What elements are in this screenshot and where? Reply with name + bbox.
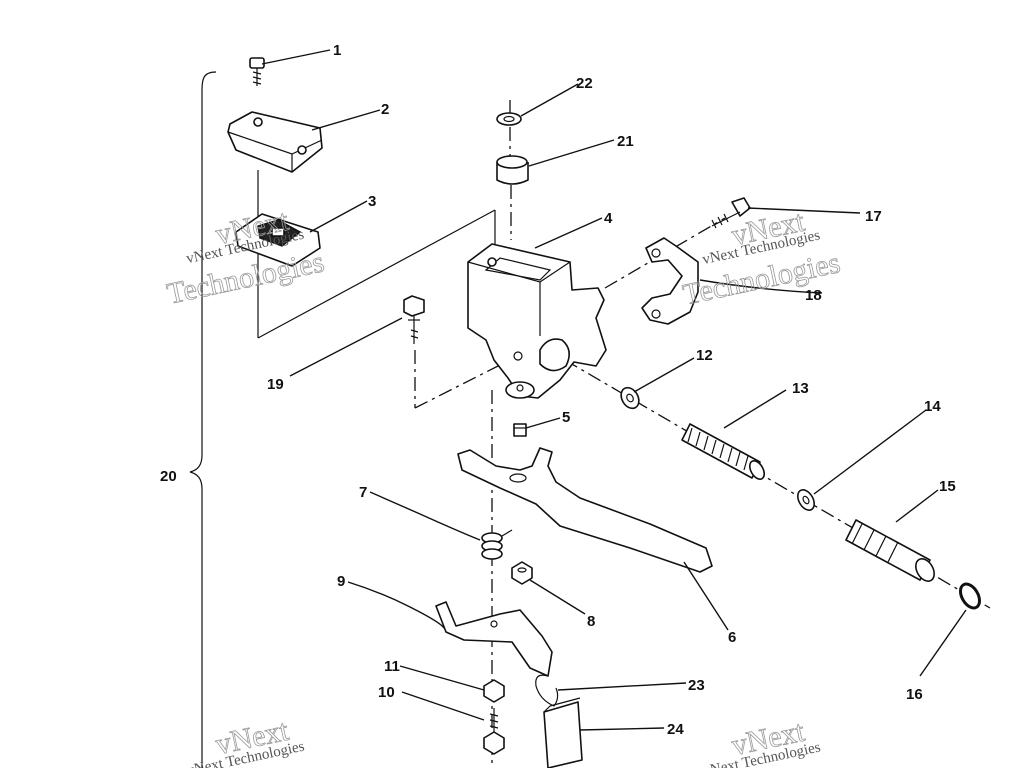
screw-part-1 xyxy=(249,57,265,86)
callout-12: 12 xyxy=(696,347,713,364)
callout-6: 6 xyxy=(728,629,736,646)
brake-switch-part-24 xyxy=(543,697,583,768)
spring-part-13 xyxy=(681,423,766,480)
brake-lever-part-6 xyxy=(457,447,713,573)
callout-4: 4 xyxy=(604,210,613,227)
screw-part-10 xyxy=(483,708,505,755)
callout-19: 19 xyxy=(267,376,284,393)
callout-10: 10 xyxy=(378,684,395,701)
switch-wire-part-23 xyxy=(535,674,559,707)
callout-21: 21 xyxy=(617,133,634,150)
callout-20: 20 xyxy=(160,468,177,485)
callout-23: 23 xyxy=(688,677,705,694)
assembly-bracket xyxy=(189,71,217,768)
leader-lines xyxy=(261,49,967,731)
callout-16: 16 xyxy=(906,686,923,703)
callout-22: 22 xyxy=(576,75,593,92)
lever-spring-part-7 xyxy=(481,529,513,560)
callout-9: 9 xyxy=(337,573,345,590)
callout-13: 13 xyxy=(792,380,809,397)
callout-8: 8 xyxy=(587,613,595,630)
callout-3: 3 xyxy=(368,193,376,210)
set-screw-part-5 xyxy=(513,423,527,437)
reservoir-cap-part-2 xyxy=(227,111,323,173)
piston-cup-part-21 xyxy=(496,155,529,185)
callout-14: 14 xyxy=(924,398,941,415)
callout-15: 15 xyxy=(939,478,956,495)
callout-18: 18 xyxy=(805,287,822,304)
callout-5: 5 xyxy=(562,409,570,426)
pivot-bolt-part-19 xyxy=(403,295,425,344)
callout-7: 7 xyxy=(359,484,367,501)
callout-24: 24 xyxy=(667,721,684,738)
clamp-axis-line xyxy=(604,217,726,289)
callout-2: 2 xyxy=(381,101,389,118)
piston-part-15 xyxy=(845,519,935,582)
watermark-top-left: vNext vNext Technologies Technologies xyxy=(164,203,328,311)
callout-17: 17 xyxy=(865,208,882,225)
nut-part-11 xyxy=(483,679,505,703)
washer-part-14 xyxy=(797,489,815,511)
bolt-axis-line xyxy=(414,364,501,409)
diaphragm-part-3 xyxy=(235,213,321,267)
nut-part-8 xyxy=(511,561,533,585)
cap-guide-line xyxy=(257,209,496,339)
clamp-bolt-part-17 xyxy=(711,197,751,229)
watermark-bottom-right: vNext vNext Technologies xyxy=(701,714,822,768)
master-cylinder-body-part-4 xyxy=(467,243,607,399)
circlip-part-16 xyxy=(959,582,981,610)
washer-part-12 xyxy=(620,386,640,410)
callout-11: 11 xyxy=(384,658,400,675)
watermark-bottom-left: vNext vNext Technologies xyxy=(185,713,306,768)
switch-bracket-part-9 xyxy=(435,601,553,677)
callout-1: 1 xyxy=(333,42,341,59)
washer-part-22 xyxy=(496,112,522,126)
handlebar-clamp-part-18 xyxy=(641,237,699,325)
